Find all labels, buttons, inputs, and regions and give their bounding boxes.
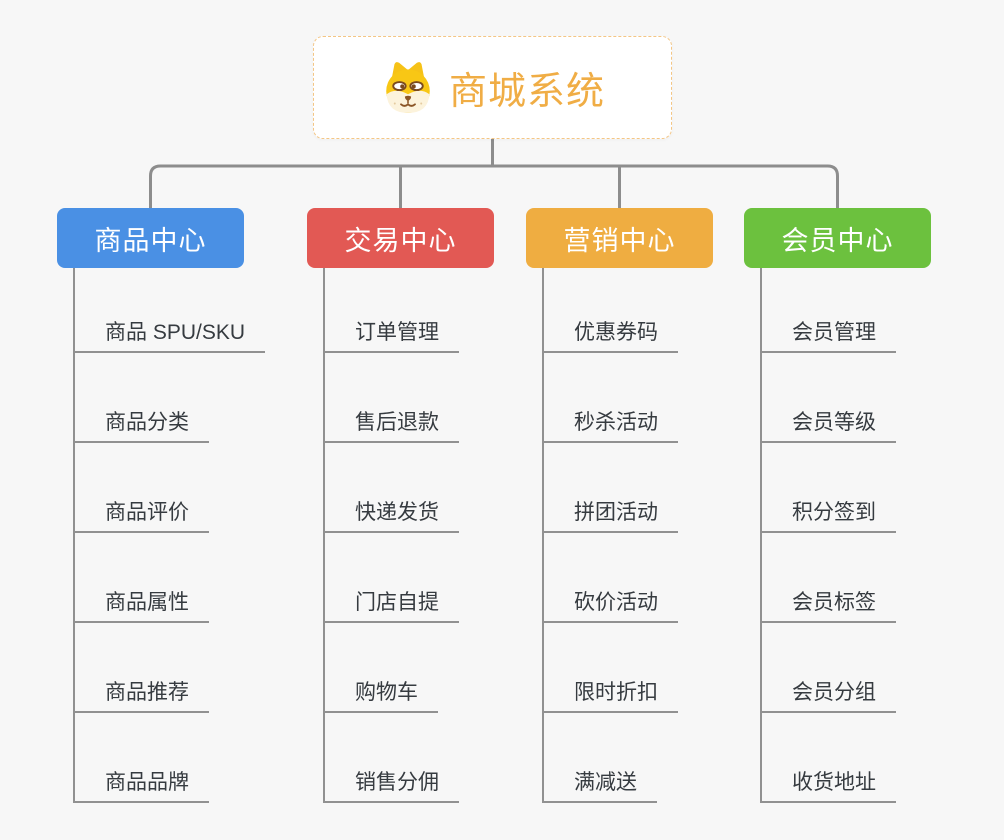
leaf-label: 秒杀活动: [574, 410, 658, 434]
leaf-label: 商品属性: [105, 590, 189, 614]
leaf-label: 会员标签: [792, 590, 876, 614]
branch-node-marketing[interactable]: 营销中心: [526, 208, 713, 268]
leaf-node[interactable]: 砍价活动: [542, 533, 678, 623]
leaf-label: 限时折扣: [574, 680, 658, 704]
leaf-node[interactable]: 订单管理: [323, 268, 459, 353]
leaf-node[interactable]: 商品属性: [73, 533, 209, 623]
leaf-label: 拼团活动: [574, 500, 658, 524]
root-title: 商城系统: [448, 71, 605, 113]
leaf-label: 优惠券码: [574, 320, 658, 344]
leaf-label: 购物车: [355, 680, 418, 704]
leaf-label: 门店自提: [355, 590, 439, 614]
leaf-node[interactable]: 会员等级: [760, 353, 896, 443]
leaf-node[interactable]: 商品分类: [73, 353, 209, 443]
leaf-label: 满减送: [574, 770, 637, 794]
leaf-label: 积分签到: [792, 500, 876, 524]
leaf-node[interactable]: 优惠券码: [542, 268, 678, 353]
leaf-node[interactable]: 收货地址: [760, 713, 896, 803]
leaf-node[interactable]: 商品品牌: [73, 713, 209, 803]
branch-spine-line: [323, 268, 325, 803]
leaf-node[interactable]: 会员管理: [760, 268, 896, 353]
leaf-label: 销售分佣: [355, 770, 439, 794]
branch-trade-center: 交易中心 订单管理 售后退款 快递发货 门店自提 购物车 销售分佣: [307, 208, 494, 803]
branch-node-product[interactable]: 商品中心: [57, 208, 244, 268]
leaf-node[interactable]: 快递发货: [323, 443, 459, 533]
leaf-node[interactable]: 会员标签: [760, 533, 896, 623]
leaf-node[interactable]: 门店自提: [323, 533, 459, 623]
leaf-label: 会员管理: [792, 320, 876, 344]
leaf-label: 会员等级: [792, 410, 876, 434]
leaf-node[interactable]: 拼团活动: [542, 443, 678, 533]
leaf-node[interactable]: 会员分组: [760, 623, 896, 713]
leaf-label: 商品评价: [105, 500, 189, 524]
root-node[interactable]: 商城系统: [313, 36, 672, 139]
branch-marketing-center: 营销中心 优惠券码 秒杀活动 拼团活动 砍价活动 限时折扣 满减送: [526, 208, 713, 803]
leaf-node[interactable]: 销售分佣: [323, 713, 459, 803]
leaf-node[interactable]: 限时折扣: [542, 623, 678, 713]
leaf-label: 商品品牌: [105, 770, 189, 794]
branch-member-center: 会员中心 会员管理 会员等级 积分签到 会员标签 会员分组 收货地址: [744, 208, 931, 803]
leaf-node[interactable]: 积分签到: [760, 443, 896, 533]
leaf-node[interactable]: 商品推荐: [73, 623, 209, 713]
branch-node-trade[interactable]: 交易中心: [307, 208, 494, 268]
leaf-node[interactable]: 商品评价: [73, 443, 209, 533]
branch-node-member[interactable]: 会员中心: [744, 208, 931, 268]
branch-product-center: 商品中心 商品 SPU/SKU 商品分类 商品评价 商品属性 商品推荐 商品品牌: [57, 208, 266, 803]
leaf-node[interactable]: 购物车: [323, 623, 438, 713]
branch-spine-line: [760, 268, 762, 803]
leaf-node[interactable]: 售后退款: [323, 353, 459, 443]
leaf-label: 商品分类: [105, 410, 189, 434]
shiba-dog-icon: [386, 61, 430, 113]
tree-connector-lines: [149, 139, 839, 208]
leaf-label: 商品 SPU/SKU: [105, 320, 246, 344]
leaf-label: 订单管理: [355, 320, 439, 344]
leaf-node[interactable]: 满减送: [542, 713, 657, 803]
leaf-label: 快递发货: [355, 500, 439, 524]
leaf-label: 商品推荐: [105, 680, 189, 704]
branch-spine-line: [542, 268, 544, 803]
leaf-label: 收货地址: [792, 770, 876, 794]
leaf-label: 会员分组: [792, 680, 876, 704]
leaf-node[interactable]: 秒杀活动: [542, 353, 678, 443]
leaf-label: 售后退款: [355, 410, 439, 434]
branch-spine-line: [73, 268, 75, 803]
leaf-label: 砍价活动: [574, 590, 658, 614]
leaf-node[interactable]: 商品 SPU/SKU: [73, 268, 266, 353]
